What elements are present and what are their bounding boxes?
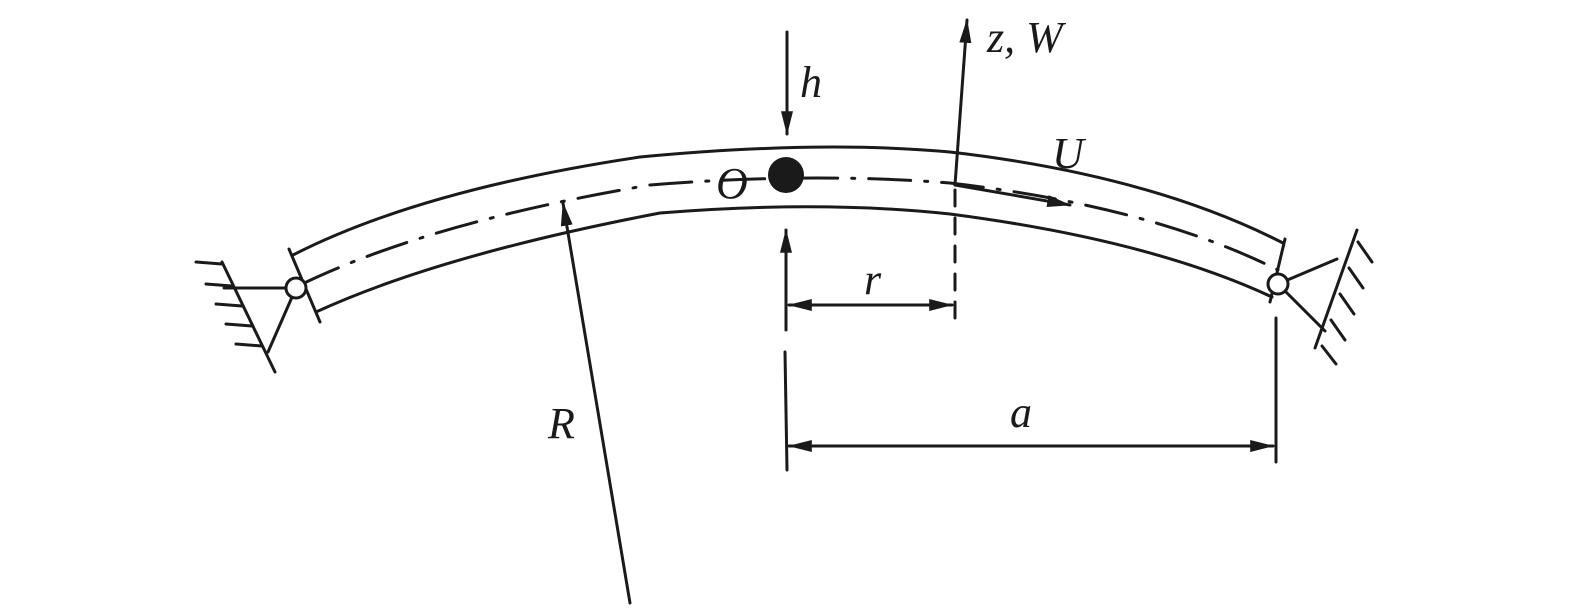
radius-arrow	[560, 201, 632, 605]
z-axis-arrow	[953, 18, 972, 187]
label-o: O	[716, 159, 748, 208]
left-pin-joint	[284, 276, 308, 300]
a-left-extension	[783, 350, 789, 472]
label-u: U	[1052, 129, 1087, 178]
right-ground-hatch	[1320, 240, 1374, 366]
plate-upper-edge	[291, 145, 1285, 257]
plate-midline	[298, 176, 1280, 287]
left-pinned-support	[194, 260, 308, 374]
left-ground-hatch	[194, 260, 264, 348]
right-pinned-support	[1266, 228, 1374, 366]
right-pin-joint	[1266, 272, 1290, 296]
label-big-r: R	[547, 399, 575, 448]
plate-lower-edge	[314, 205, 1274, 314]
label-z-w: z, W	[986, 13, 1066, 62]
label-h: h	[800, 58, 822, 107]
label-r: r	[864, 255, 882, 304]
load-point-dot	[768, 157, 804, 193]
u-axis-arrow	[953, 183, 1072, 208]
label-a: a	[1010, 388, 1032, 437]
